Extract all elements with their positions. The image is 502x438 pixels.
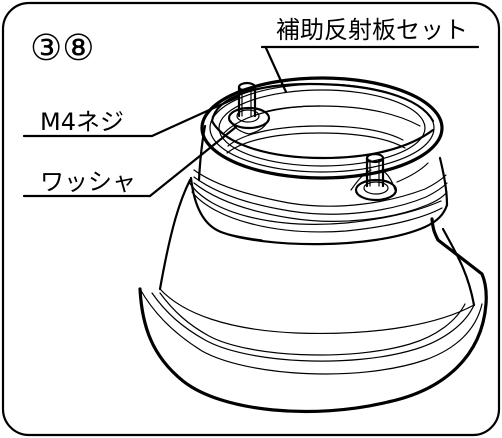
step-number: ③⑧ xyxy=(30,28,95,69)
body-right-wall xyxy=(438,156,449,207)
label-reflector-set: 補助反射板セット xyxy=(276,16,468,44)
cone-right-edge xyxy=(441,227,476,307)
cone-upper-seam-1 xyxy=(188,181,442,225)
base-rim-inner-3 xyxy=(159,292,466,356)
cone-left-edge xyxy=(158,178,192,291)
right-boss-connector xyxy=(396,162,429,183)
washer-left-outer xyxy=(227,106,271,130)
top-rim-outer xyxy=(200,76,444,180)
top-rim-inner xyxy=(218,89,426,167)
label-washer: ワッシャ xyxy=(40,168,136,196)
washer-right-outer xyxy=(354,178,398,202)
washer-right-blend-left xyxy=(350,169,372,191)
cone-lower-seam xyxy=(159,288,475,335)
base-outline xyxy=(138,217,488,414)
base-rim-inner-2 xyxy=(151,292,475,362)
body-detail-left xyxy=(219,231,263,241)
opening-top-curve xyxy=(210,82,435,123)
inner-wall-line-1 xyxy=(227,125,404,147)
cone-upper-seam-2 xyxy=(191,191,443,233)
body-lower-rim xyxy=(189,176,449,246)
opening-bottom-curve xyxy=(210,119,435,160)
left-boss-connector xyxy=(263,105,321,113)
label-washer-leader xyxy=(148,125,238,198)
washer-right-inner xyxy=(363,181,389,195)
base-rim-inner-1 xyxy=(139,288,483,375)
label-screw: M4ネジ xyxy=(40,108,124,136)
inner-wall-line-2 xyxy=(226,132,406,154)
washer-left-inner xyxy=(236,109,260,123)
body-left-wall xyxy=(197,124,207,182)
body-band-1 xyxy=(193,169,447,207)
washer-left-blend xyxy=(230,119,269,135)
inner-wall-line-3 xyxy=(223,105,421,134)
body-band-2 xyxy=(193,176,448,215)
body-band-3 xyxy=(193,182,448,222)
